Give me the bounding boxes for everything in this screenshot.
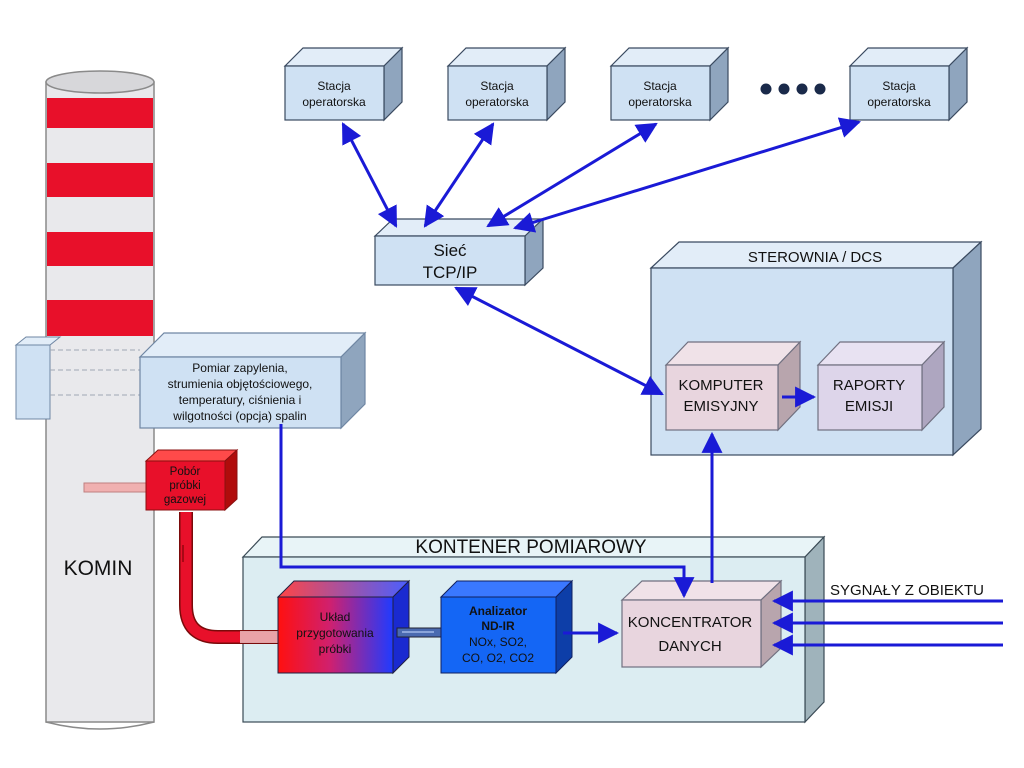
analyzer-line: CO, O2, CO2	[462, 651, 534, 665]
emission-computer-line: EMISYJNY	[683, 398, 758, 415]
chimney-label: KOMIN	[64, 557, 133, 580]
concentrator-line: KONCENTRATOR	[628, 614, 753, 631]
ellipsis-dots	[760, 83, 826, 95]
network-line: TCP/IP	[423, 263, 478, 282]
sample-prep-box: Układ przygotowania próbki	[276, 579, 411, 675]
emission-reports-line: RAPORTY	[833, 377, 905, 394]
emission-reports-line: EMISJI	[845, 398, 893, 415]
analyzer-box: Analizator ND-IR NOx, SO2, CO, O2, CO2	[439, 579, 574, 675]
dust-measurement-line: temperatury, ciśnienia i	[179, 393, 302, 407]
sample-prep-line: Układ	[320, 610, 351, 624]
dust-measurement-box: Pomiar zapylenia, strumienia objętościow…	[138, 331, 367, 430]
container-title: KONTENER POMIAROWY	[415, 537, 647, 558]
station-label: operatorska	[302, 95, 366, 109]
dust-measurement-line: Pomiar zapylenia,	[192, 361, 287, 375]
sampling-probe	[83, 482, 149, 493]
gas-sampling-line: próbki	[169, 480, 200, 492]
arrow-dust-concentrator	[279, 424, 695, 599]
dust-probe	[14, 336, 140, 420]
station-label: Stacja	[643, 79, 677, 93]
operator-station: Stacja operatorska	[446, 46, 567, 122]
station-label: Stacja	[480, 79, 514, 93]
chimney-stripe	[47, 300, 153, 336]
station-label: Stacja	[317, 79, 351, 93]
operator-station: Stacja operatorska	[848, 46, 969, 122]
arrow-station2-network	[423, 122, 495, 228]
sample-prep-line: próbki	[319, 642, 352, 656]
station-label: operatorska	[628, 95, 692, 109]
analyzer-line: NOx, SO2,	[469, 635, 527, 649]
station-label: operatorska	[867, 95, 931, 109]
operator-station: Stacja operatorska	[609, 46, 730, 122]
network-box: Sieć TCP/IP	[373, 217, 545, 287]
operator-station: Stacja operatorska	[283, 46, 404, 122]
analyzer-line: Analizator	[469, 604, 527, 618]
station-label: Stacja	[882, 79, 916, 93]
chimney: KOMIN	[45, 70, 155, 730]
chimney-stripe	[47, 232, 153, 266]
station-label: operatorska	[465, 95, 529, 109]
emission-computer-box: KOMPUTER EMISYJNY	[664, 340, 802, 432]
gas-sampling-line: Pobór	[170, 466, 201, 478]
data-concentrator-box: KONCENTRATOR DANYCH	[620, 579, 783, 669]
gas-sampling-line: gazowej	[164, 494, 206, 506]
sample-prep-line: przygotowania	[296, 626, 374, 640]
concentrator-line: DANYCH	[658, 638, 721, 655]
arrow-station4-network	[512, 117, 862, 233]
network-line: Sieć	[433, 241, 467, 260]
dust-measurement-line: wilgotności (opcja) spalin	[172, 409, 306, 423]
signals-label: SYGNAŁY Z OBIEKTU	[830, 582, 984, 599]
chimney-stripe	[47, 163, 153, 197]
gas-sampling: Pobór próbki gazowej	[83, 448, 239, 512]
analyzer-line: ND-IR	[481, 619, 515, 633]
heated-sample-line	[180, 512, 278, 643]
control-room-title: STEROWNIA / DCS	[748, 249, 882, 266]
arrow-network-computer	[454, 286, 664, 396]
emission-reports-box: RAPORTY EMISJI	[816, 340, 946, 432]
emission-computer-line: KOMPUTER	[678, 377, 763, 394]
chimney-stripe	[47, 98, 153, 128]
arrow-station1-network	[341, 122, 398, 228]
dust-measurement-line: strumienia objętościowego,	[168, 377, 313, 391]
